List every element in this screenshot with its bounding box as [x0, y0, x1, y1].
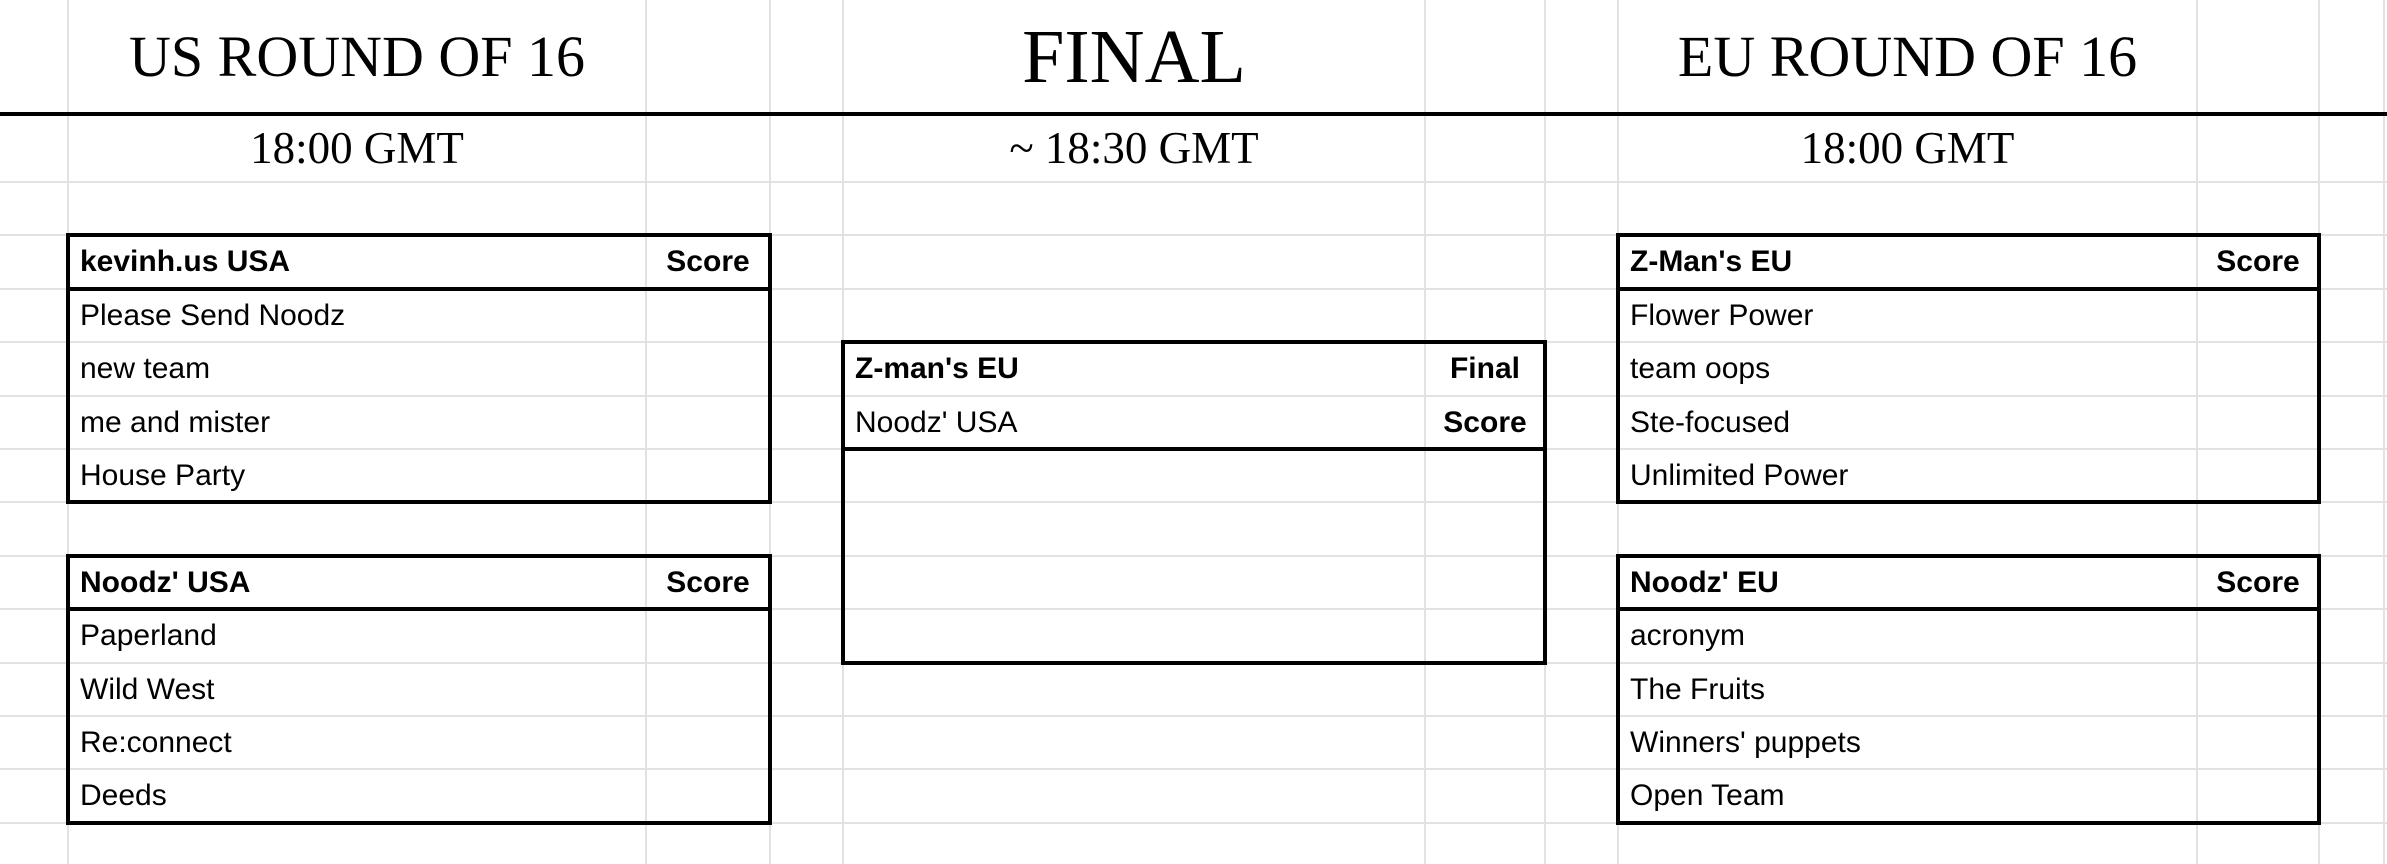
final-finalist2-cell[interactable]: Noodz' USA	[855, 406, 1018, 439]
team-cell[interactable]: me and mister	[80, 406, 271, 439]
team-cell[interactable]: Please Send Noodz	[80, 299, 346, 332]
gridline-horizontal	[0, 822, 2387, 824]
us-time[interactable]: 18:00 GMT	[250, 123, 464, 173]
title-row-divider	[0, 112, 2387, 116]
team-cell[interactable]: Re:connect	[80, 726, 232, 759]
us-round-title[interactable]: US ROUND OF 16	[128, 24, 585, 89]
gridline-vertical	[2318, 0, 2320, 864]
gridline-horizontal	[0, 501, 2387, 503]
gridline-vertical	[2196, 0, 2198, 864]
gridline-vertical	[1424, 0, 1426, 864]
team-cell[interactable]: acronym	[1630, 619, 1746, 652]
final-time[interactable]: ~ 18:30 GMT	[1009, 123, 1259, 173]
us-match2-score-header[interactable]: Score	[666, 566, 750, 599]
team-cell[interactable]: Winners' puppets	[1630, 726, 1861, 759]
team-cell[interactable]: Paperland	[80, 619, 217, 652]
gridline-horizontal	[0, 234, 2387, 236]
us-match2-header-divider	[66, 607, 772, 611]
us-match2-header-cell[interactable]: Noodz' USA	[80, 566, 251, 599]
us-match1-score-header[interactable]: Score	[666, 245, 750, 278]
gridline-vertical	[2383, 0, 2385, 864]
team-cell[interactable]: House Party	[80, 459, 246, 492]
eu-match2-header-cell[interactable]: Noodz' EU	[1630, 566, 1779, 599]
team-cell[interactable]: Open Team	[1630, 779, 1785, 812]
team-cell[interactable]: Flower Power	[1630, 299, 1814, 332]
eu-match2-header-divider	[1616, 607, 2321, 611]
final-finalist1-cell[interactable]: Z-man's EU	[855, 352, 1019, 385]
eu-time[interactable]: 18:00 GMT	[1800, 123, 2015, 173]
team-cell[interactable]: The Fruits	[1630, 673, 1766, 706]
gridline-horizontal	[0, 768, 2387, 770]
gridline-vertical	[645, 0, 647, 864]
eu-match2-score-header[interactable]: Score	[2216, 566, 2300, 599]
gridline-horizontal	[0, 395, 2387, 397]
gridline-horizontal	[0, 555, 2387, 557]
final-header-divider	[841, 447, 1547, 451]
team-cell[interactable]: Wild West	[80, 673, 215, 706]
gridline-vertical	[769, 0, 771, 864]
eu-match1-header-cell[interactable]: Z-Man's EU	[1630, 245, 1793, 278]
gridline-horizontal	[0, 288, 2387, 290]
team-cell[interactable]: Unlimited Power	[1630, 459, 1849, 492]
us-match1-header-divider	[66, 287, 772, 291]
gridline-horizontal	[0, 715, 2387, 717]
final-label-cell[interactable]: Final	[1449, 352, 1520, 385]
team-cell[interactable]: new team	[80, 352, 211, 385]
team-cell[interactable]: Deeds	[80, 779, 167, 812]
eu-round-title[interactable]: EU ROUND OF 16	[1677, 24, 2138, 89]
team-cell[interactable]: Ste-focused	[1630, 406, 1791, 439]
final-title[interactable]: FINAL	[1022, 15, 1246, 99]
final-score-header[interactable]: Score	[1443, 406, 1527, 439]
team-cell[interactable]: team oops	[1630, 352, 1771, 385]
gridline-horizontal	[0, 608, 2387, 610]
eu-match1-header-divider	[1616, 287, 2321, 291]
eu-match1-score-header[interactable]: Score	[2216, 245, 2300, 278]
gridline-horizontal	[0, 181, 2387, 183]
us-match1-header-cell[interactable]: kevinh.us USA	[80, 245, 291, 278]
